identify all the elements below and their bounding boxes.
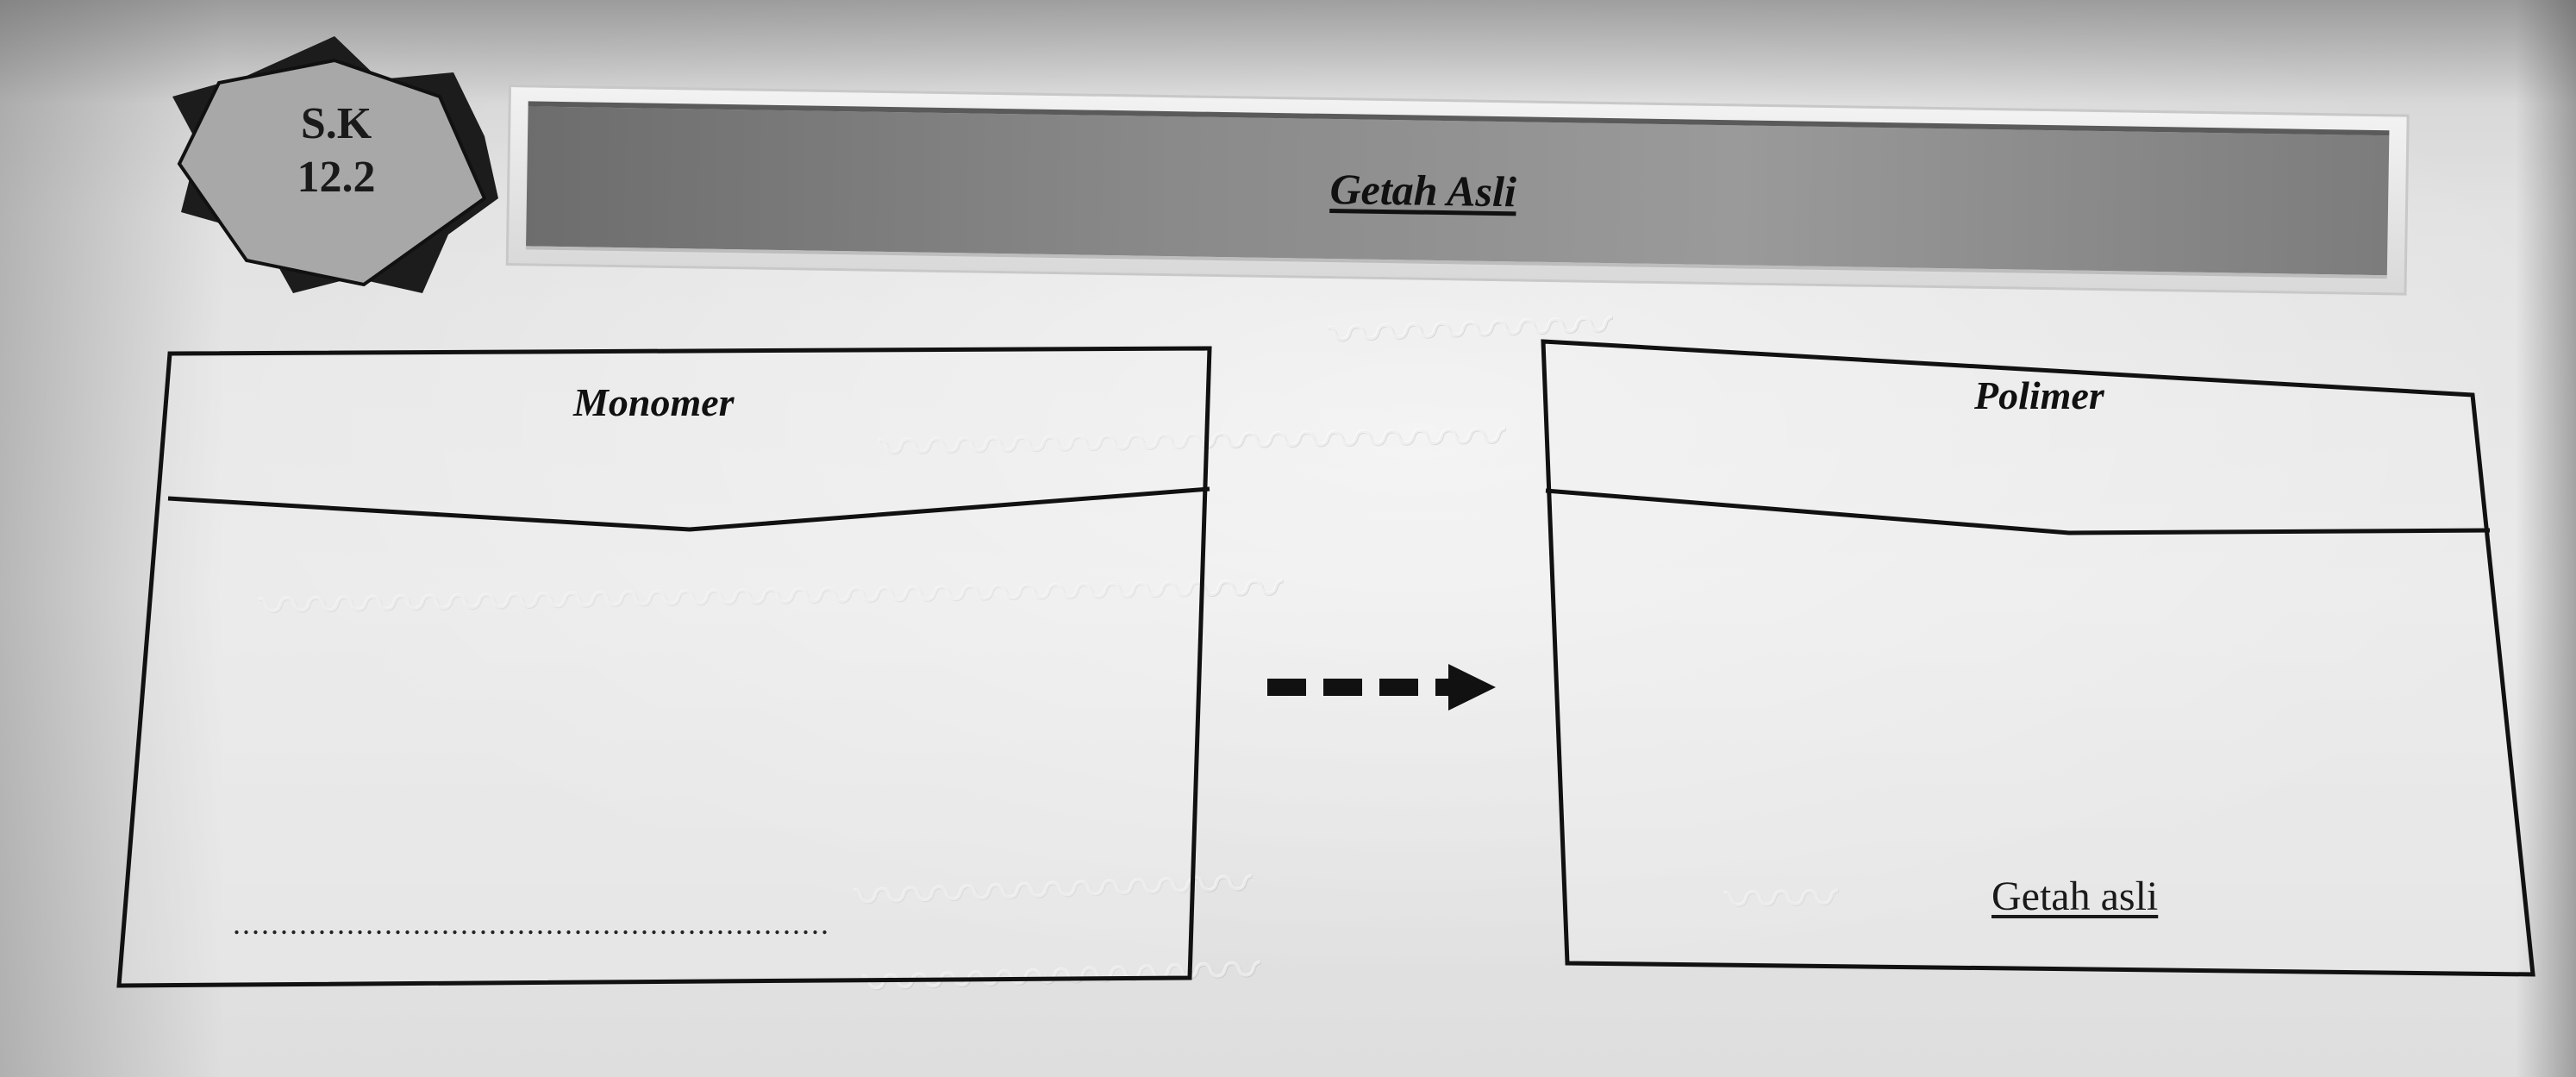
badge-line-2: 12.2 — [297, 153, 376, 202]
badge-star-icon — [172, 36, 498, 293]
polimer-answer: Getah asli — [1991, 873, 2159, 919]
monomer-answer-blank[interactable]: ........................................… — [233, 906, 830, 940]
section-badge: S.K 12.2 — [164, 34, 509, 302]
monomer-heading: Monomer — [573, 380, 735, 424]
badge-line-1: S.K — [300, 99, 372, 148]
polimer-heading: Polimer — [1974, 373, 2104, 417]
monomer-header-divider — [167, 486, 1210, 532]
polimer-header-divider — [1545, 488, 2491, 535]
polimer-box — [1541, 339, 2535, 977]
page-shadow-left — [0, 0, 224, 1077]
monomer-box — [116, 346, 1212, 988]
dashed-right-arrow-icon — [1267, 664, 1496, 711]
